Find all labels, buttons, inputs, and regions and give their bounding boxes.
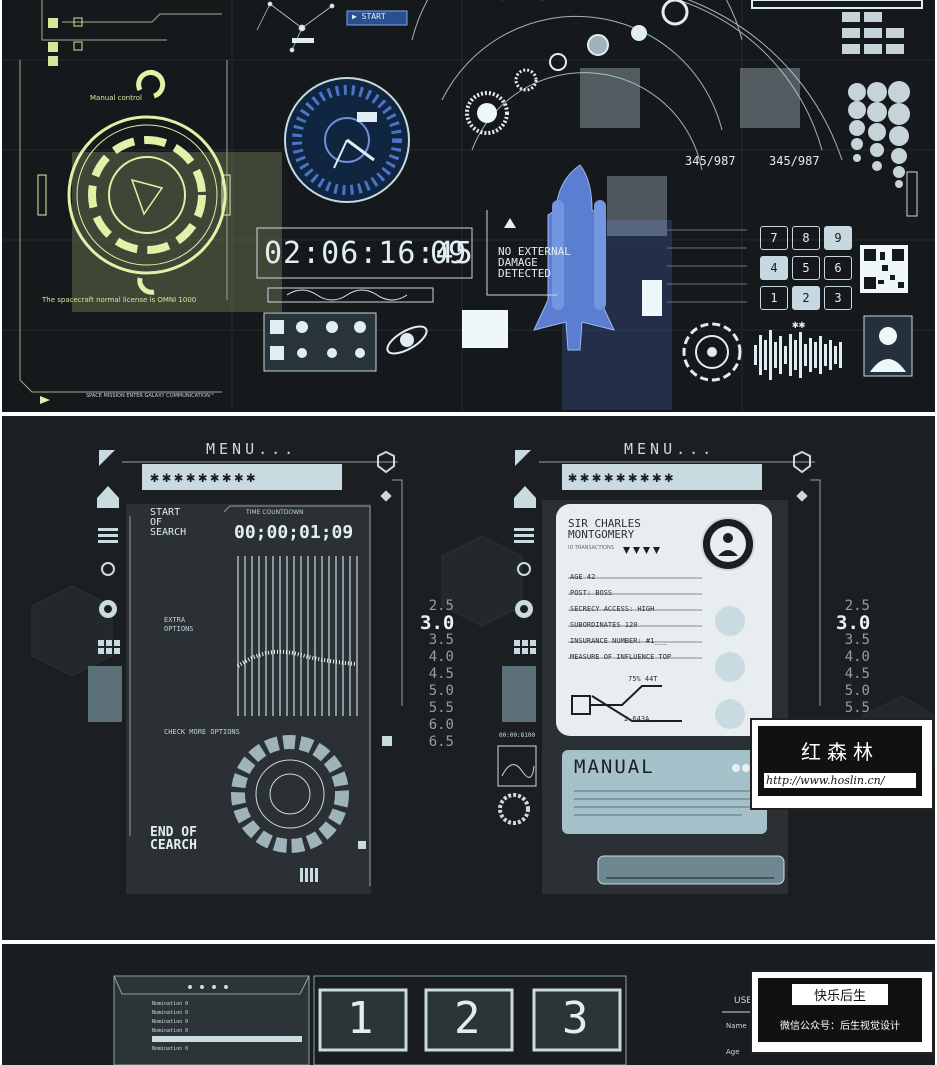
code-list: Nomination 0 Nomination 0 Nomination 0 Nomi…: [152, 1000, 188, 1054]
scale-value[interactable]: 4.5: [844, 666, 870, 682]
profile-row: MEASURE OF INFLUENCE TOP: [570, 653, 672, 661]
mission-footer: SPACE MISSION ENTER GALAXY COMMUNICATION…: [86, 393, 215, 399]
code-line: Nomination 0: [152, 1019, 189, 1025]
scale-value[interactable]: 4.0: [428, 649, 454, 665]
scale-value[interactable]: 3.5: [428, 632, 454, 648]
start-label: START: [150, 507, 181, 518]
hud-panel: ▶ START Manual control 02:06:16:45 09 NO…: [2, 0, 935, 412]
mission-timer: 02:06:16:45: [264, 236, 474, 271]
password-stars-right: ✱✱✱✱✱✱✱✱✱: [568, 468, 677, 486]
counter-left: 345/987: [685, 154, 736, 168]
menu-title-right: MENU...: [624, 440, 716, 458]
code-line: Nomination 0: [152, 1037, 189, 1043]
scale-value[interactable]: 5.5: [428, 700, 454, 716]
keypad-key-6[interactable]: 6: [824, 256, 852, 280]
profile-row: POST: BOSS: [570, 589, 613, 597]
check-more-options[interactable]: CHECK MORE OPTIONS: [164, 728, 240, 736]
stat-a: 75% 44T: [628, 675, 658, 683]
code-line: Nomination 0: [152, 1010, 189, 1016]
keypad-key-3[interactable]: 3: [824, 286, 852, 310]
profile-name-line-1: SIR CHARLES: [568, 517, 641, 530]
scale-value[interactable]: 6.5: [428, 734, 454, 750]
scale-value[interactable]: 3.5: [844, 632, 870, 648]
scale-value[interactable]: 3.0: [420, 612, 455, 634]
watermark2-box: 快乐后生 微信公众号：后生视觉设计: [758, 978, 922, 1042]
code-line: Nomination 0: [152, 1046, 189, 1052]
number-graphics: [113, 975, 843, 1065]
search-label: SEARCH: [150, 527, 187, 538]
extra-label: EXTRA: [164, 616, 186, 624]
menu-title-left: MENU...: [206, 440, 298, 458]
menu-graphics: [31, 450, 935, 894]
scale-value[interactable]: 5.0: [428, 683, 454, 699]
menu-panel: MENU... ✱✱✱✱✱✱✱✱✱ TIME COUNTDOWN 00;00;0…: [2, 416, 935, 940]
side-counter: 00:00:8100: [499, 732, 536, 739]
keypad-key-7[interactable]: 7: [760, 226, 788, 250]
options-label: OPTIONS: [164, 625, 194, 633]
keypad-key-8[interactable]: 8: [792, 226, 820, 250]
watermark2-subtitle: 微信公众号：后生视觉设计: [780, 1021, 900, 1032]
number-two[interactable]: 2: [454, 993, 481, 1044]
code-line: Nomination 0: [152, 1028, 189, 1034]
alert-line-2: DAMAGE: [498, 256, 538, 269]
end-of-search: END OF CEARCH: [150, 826, 197, 852]
profile-name: SIR CHARLES MONTGOMERY: [568, 518, 641, 540]
code-line: Nomination 0: [152, 1001, 189, 1007]
keypad-key-4[interactable]: 4: [760, 256, 788, 280]
watermark-hoslin: 红森林 http://www.hoslin.cn/: [750, 718, 934, 810]
scale-value[interactable]: 3.0: [836, 612, 871, 634]
manual-control-label: Manual control: [90, 94, 142, 102]
keypad-key-5[interactable]: 5: [792, 256, 820, 280]
keypad-key-1[interactable]: 1: [760, 286, 788, 310]
profile-row: AGE 42: [570, 573, 596, 581]
profile-rows: AGE 42 POST: BOSS SECRECY ACCESS: HIGH SUBO…: [570, 569, 671, 665]
mission-timer-frames: 09: [430, 236, 467, 271]
extra-options[interactable]: EXTRA OPTIONS: [164, 616, 194, 634]
counter-right: 345/987: [769, 154, 820, 168]
age-label: Age: [726, 1048, 740, 1056]
keypad-key-2[interactable]: 2: [792, 286, 820, 310]
damage-alert: NO EXTERNAL DAMAGE DETECTED: [498, 246, 571, 279]
start-of-search: START OF SEARCH: [150, 508, 186, 538]
scale-value[interactable]: 5.5: [844, 700, 870, 716]
countdown-timer: 00;00;01;09: [234, 522, 354, 543]
profile-subtitle: ID TRANSACTIONS: [568, 545, 614, 551]
profile-row: INSURANCE NUMBER: #1___: [570, 637, 667, 645]
number-panel: Nomination 0 Nomination 0 Nomination 0 Nomi…: [2, 944, 935, 1065]
scale-value[interactable]: 2.5: [844, 598, 870, 614]
scale-value[interactable]: 6.0: [428, 717, 454, 733]
cearch-label: CEARCH: [150, 838, 197, 853]
scale-value[interactable]: 4.5: [428, 666, 454, 682]
watermark-title: 红森林: [801, 740, 879, 764]
profile-row: SUBORDINATES 120: [570, 621, 638, 629]
hud-graphics: [2, 0, 935, 412]
stat-b: 2.643A: [624, 715, 650, 723]
manual-title: MANUAL: [574, 756, 655, 778]
watermark2-title: 快乐后生: [792, 984, 888, 1005]
number-one[interactable]: 1: [347, 993, 374, 1044]
password-stars-left: ✱✱✱✱✱✱✱✱✱: [150, 468, 259, 486]
number-three[interactable]: 3: [562, 993, 589, 1044]
alert-line-3: DETECTED: [498, 267, 551, 280]
keypad-key-9[interactable]: 9: [824, 226, 852, 250]
start-button[interactable]: ▶ START: [352, 12, 386, 21]
keypad-extra: ✱✱: [792, 318, 806, 331]
end-of-label: END OF: [150, 825, 197, 840]
alert-line-1: NO EXTERNAL: [498, 245, 571, 258]
watermark-url[interactable]: http://www.hoslin.cn/: [764, 773, 916, 788]
watermark-box: 红森林 http://www.hoslin.cn/: [758, 726, 922, 796]
of-label: OF: [150, 517, 163, 528]
scale-value[interactable]: 5.0: [844, 683, 870, 699]
scale-value[interactable]: 4.0: [844, 649, 870, 665]
time-countdown-label: TIME COUNTDOWN: [246, 509, 304, 516]
start-button-label: START: [361, 12, 386, 21]
spacecraft-note: The spacecraft normal license is OMNI 10…: [42, 296, 197, 304]
scale-value[interactable]: 2.5: [428, 598, 454, 614]
profile-name-line-2: MONTGOMERY: [568, 528, 635, 541]
name-label: Name: [726, 1022, 747, 1030]
watermark-houshen: 快乐后生 微信公众号：后生视觉设计: [750, 970, 934, 1054]
profile-row: SECRECY ACCESS: HIGH: [570, 605, 655, 613]
